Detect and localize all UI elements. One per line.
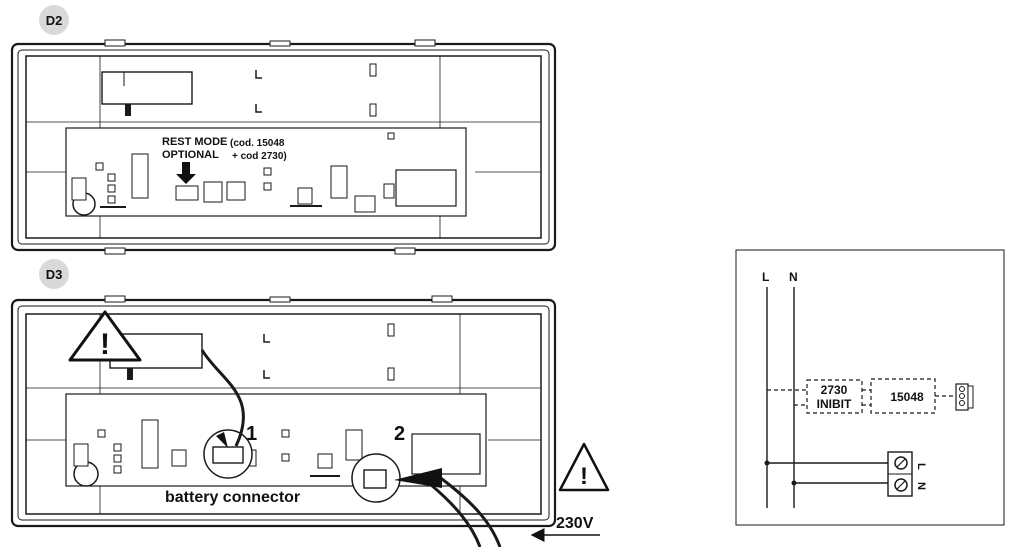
pcb-component: [330, 165, 348, 199]
plug-connector-icon: [955, 383, 974, 411]
step-1-label: 1: [246, 423, 257, 445]
neutral-label: N: [789, 270, 798, 284]
pcb-component: [387, 132, 395, 140]
rest-mode-module: [870, 378, 936, 414]
pcb-component: [383, 183, 395, 199]
transformer: [395, 169, 457, 207]
rest-mode-title: REST MODE: [162, 136, 227, 148]
badge-d3: [39, 259, 69, 289]
pcb-component: [317, 453, 333, 469]
step-2-label: 2: [394, 423, 405, 445]
junction-dot: [764, 460, 770, 466]
pcb-component: [263, 182, 272, 191]
pcb-component: [97, 429, 106, 438]
junction-dot: [791, 480, 797, 486]
pcb-component: [95, 162, 104, 171]
pcb-component: [131, 153, 149, 199]
housing-frame: [25, 55, 542, 239]
battery-connector-label: battery connector: [165, 489, 300, 506]
pcb-component: [281, 453, 290, 462]
voltage-label: 230V: [556, 515, 594, 532]
housing-clip: [104, 295, 126, 303]
mains-terminal: [354, 195, 376, 213]
panel-d2: D2: [10, 5, 557, 255]
badge-d2: [39, 5, 69, 35]
clip: [369, 103, 377, 117]
inhibit-module: [806, 379, 863, 414]
pcb-component: [107, 173, 116, 182]
housing-frame: [25, 313, 542, 515]
pcb-component: [113, 454, 122, 463]
svg-text:!: !: [100, 328, 110, 361]
pcb-component: [226, 181, 246, 201]
rest-mode-connector: [175, 185, 199, 201]
inhibit-code: 2730: [821, 383, 848, 397]
pcb-component: [107, 195, 116, 204]
warning-triangle-icon: !: [558, 442, 610, 492]
badge-d2-label: D2: [46, 13, 63, 28]
terminal-l-label: L: [915, 463, 927, 470]
code-line-1: (cod. 15048: [230, 138, 285, 149]
arrow-icon: [176, 162, 196, 184]
pcb-component: [71, 177, 87, 201]
arrow-icon: [216, 432, 228, 448]
code-line-2: + cod 2730): [232, 151, 287, 162]
clip: [255, 104, 262, 113]
housing-clip: [104, 247, 126, 255]
warning-triangle-icon: !: [68, 310, 142, 362]
mains-cable: [437, 474, 502, 547]
housing-clip: [269, 296, 291, 303]
pcb-component: [297, 187, 313, 205]
mains-terminal: [363, 469, 387, 489]
housing-clip: [414, 39, 436, 47]
battery-connector: [212, 446, 244, 464]
housing-clip: [431, 295, 453, 303]
rest-mode-subtitle: OPTIONAL: [162, 149, 219, 161]
terminal-block: [887, 451, 913, 497]
battery-clip: [125, 104, 131, 116]
inhibit-label: INIBIT: [817, 397, 852, 411]
clip: [387, 323, 395, 337]
pcb-component: [203, 181, 223, 203]
housing-clip: [269, 40, 291, 47]
clip: [369, 63, 377, 77]
housing-inner: [17, 49, 550, 245]
battery-clip: [127, 368, 133, 380]
transformer: [411, 433, 481, 475]
pcb-component: [171, 449, 187, 467]
clip: [263, 370, 270, 379]
clip: [387, 367, 395, 381]
pcb-component: [263, 167, 272, 176]
panel-d3: D3: [10, 259, 557, 547]
arrow-icon: [394, 468, 442, 488]
pcb-component: [73, 443, 89, 467]
svg-text:!: !: [580, 463, 588, 490]
line-label: L: [762, 270, 769, 284]
housing-clip: [394, 247, 416, 255]
wiring-diagram: L N 2730 INIBIT - + 15048: [735, 249, 1005, 526]
pcb-component: [345, 429, 363, 461]
housing-inner: [17, 305, 550, 521]
pcb-component: [113, 465, 122, 474]
clip: [263, 334, 270, 343]
module-code: 15048: [890, 390, 924, 404]
battery-pack: [101, 71, 193, 105]
pcb-component: [281, 429, 290, 438]
housing-clip: [104, 39, 126, 47]
badge-d3-label: D3: [46, 267, 63, 282]
clip: [255, 70, 262, 79]
battery-cable: [200, 349, 245, 447]
pcb-component: [113, 443, 122, 452]
mains-cable: [429, 482, 482, 547]
terminal-n-label: N: [915, 482, 927, 490]
pcb-component: [107, 184, 116, 193]
pcb-component: [141, 419, 159, 469]
